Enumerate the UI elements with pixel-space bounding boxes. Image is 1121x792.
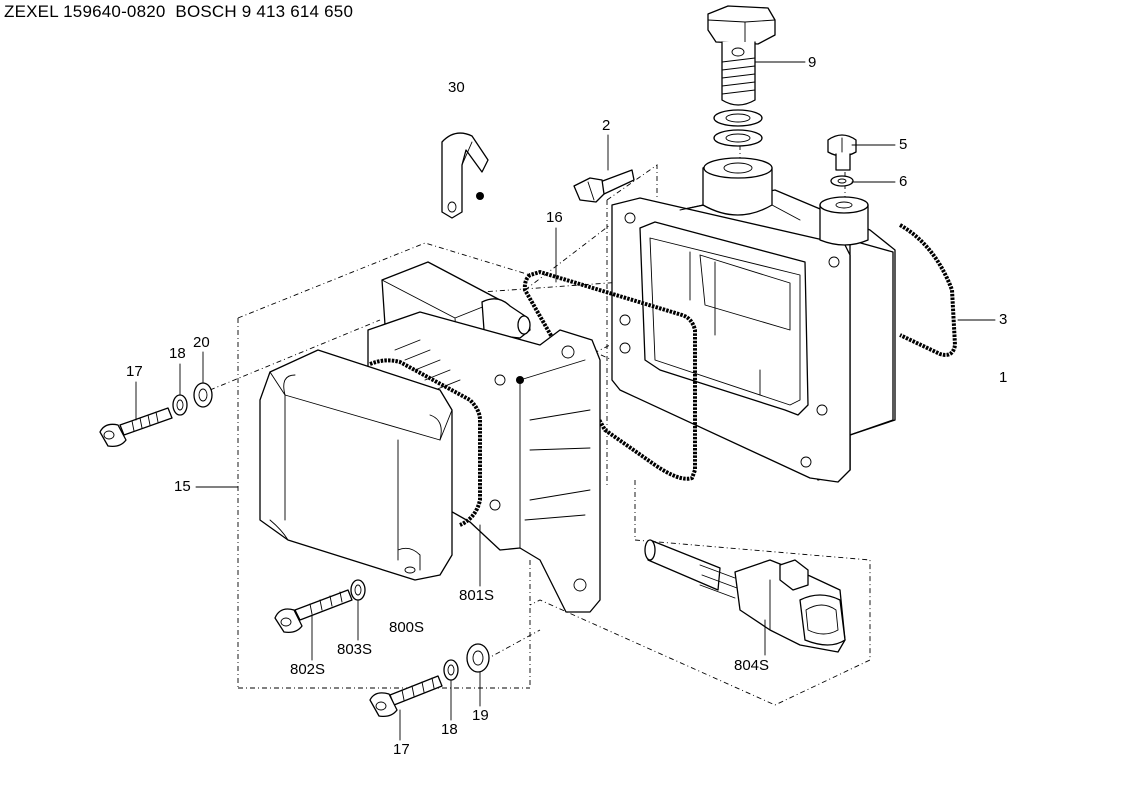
washer-part-20 — [193, 382, 213, 408]
clip-part-30 — [441, 132, 489, 219]
callout-802s: 802S — [290, 661, 326, 678]
callout-18-upper: 18 — [169, 345, 186, 362]
callout-17-upper: 17 — [126, 363, 143, 380]
callout-18-lower: 18 — [441, 721, 458, 738]
callout-1: 1 — [999, 369, 1008, 386]
control-unit-part-15 — [259, 261, 601, 613]
marker-dot-housing — [516, 376, 524, 384]
cap-screw-lower-part-17 — [369, 675, 443, 718]
lock-washer-lower-part-18 — [443, 659, 459, 681]
callout-15: 15 — [174, 478, 191, 495]
callout-5: 5 — [899, 136, 908, 153]
callout-leader-lines — [135, 61, 996, 741]
callout-800s: 800S — [389, 619, 425, 636]
marker-dot-clip — [476, 192, 484, 200]
bolt-part-2 — [573, 169, 635, 203]
washer-part-19 — [466, 643, 490, 673]
diagram-title: ZEXEL 159640-0820 BOSCH 9 413 614 650 — [4, 2, 354, 21]
callout-2: 2 — [602, 117, 611, 134]
banjo-bolt-part-9 — [707, 5, 776, 147]
callout-19: 19 — [472, 707, 489, 724]
callout-17-lower: 17 — [393, 741, 410, 758]
callout-3: 3 — [999, 311, 1008, 328]
gasket-part-16 — [522, 270, 697, 481]
callout-801s: 801S — [459, 587, 495, 604]
cap-screw-part-802s — [274, 589, 353, 634]
cap-screw-upper-part-17 — [99, 407, 173, 448]
washer-part-803s — [350, 579, 366, 601]
callout-803s: 803S — [337, 641, 373, 658]
callout-9: 9 — [808, 54, 817, 71]
screw-part-5 — [827, 134, 857, 171]
connector-harness-part-804s — [644, 539, 846, 653]
callout-20: 20 — [193, 334, 210, 351]
pump-housing-part-1 — [611, 157, 896, 483]
callout-30: 30 — [448, 79, 465, 96]
callout-804s: 804S — [734, 657, 770, 674]
side-gasket-part-3 — [899, 223, 957, 357]
lock-washer-upper-part-18 — [172, 394, 188, 416]
washer-part-6 — [830, 175, 854, 187]
callout-16: 16 — [546, 209, 563, 226]
callout-6: 6 — [899, 173, 908, 190]
